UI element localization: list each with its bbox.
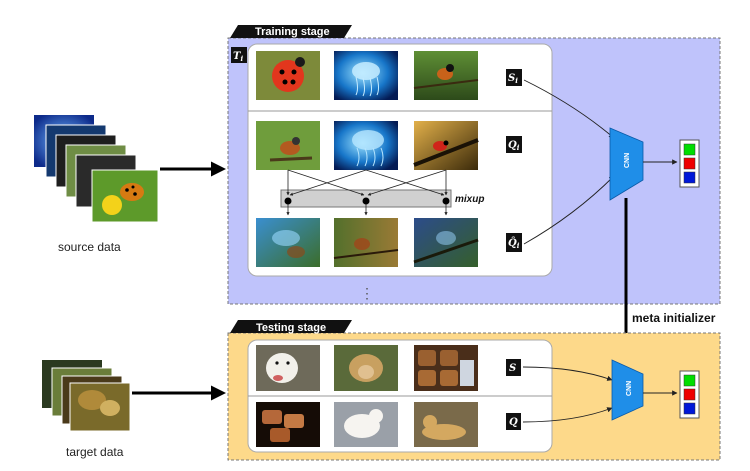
support-image-ladybug [256,51,320,100]
test-query-symbol: Q [509,417,518,428]
training-stage-tab: Training stage [230,25,352,38]
training-output-red [683,157,696,170]
svg-text:Si: Si [508,73,518,85]
mixed-query-image-2 [333,218,399,267]
mixed-query-image-3 [413,218,479,267]
test-support-image-lion [334,345,398,391]
meta-initializer-label: meta initializer [632,311,716,325]
training-cnn: CNN [609,127,644,201]
mixup-node-3 [442,197,450,205]
mixed-query-image-1 [256,218,320,267]
testing-output-vector [679,370,700,419]
support-image-jellyfish [334,51,398,100]
test-support-symbol: S [509,363,516,374]
training-cnn-label: CNN [624,153,631,168]
svg-text:Q̂i: Q̂i [508,237,520,250]
test-support-to-cnn-arrow [522,366,613,381]
task-symbol: T [233,51,242,62]
support-image-bird [413,51,479,100]
test-query-image-lion [414,402,478,447]
source-data-caption: source data [58,240,121,254]
query-subscript: i [517,143,520,152]
task-label: Ti [231,47,247,63]
training-output-green [683,143,696,156]
test-support-set-label: S [506,359,521,376]
query-image-bird [256,121,320,170]
task-subscript: i [240,54,243,63]
target-data-caption: target data [66,445,124,459]
query-image-jellyfish [334,121,398,170]
svg-text:Qi: Qi [508,140,520,152]
mixup-node-2 [362,197,370,205]
ellipsis: ⋮ [360,285,374,301]
testing-output-red [683,388,696,401]
mixup-node-1 [284,197,292,205]
query-symbol: Q [508,140,517,151]
testing-cnn-label: CNN [626,381,633,396]
support-subscript: i [515,76,518,85]
testing-stage-label: Testing stage [256,322,326,334]
query-image-ladybug [413,121,479,170]
svg-text:Ti: Ti [233,51,243,63]
target-image-stack [42,360,131,432]
testing-cnn: CNN [611,359,644,421]
testing-output-green [683,374,696,387]
test-support-image-dog [256,345,320,391]
test-support-image-barrels [414,345,478,391]
mixed-query-symbol: Q̂ [508,237,517,249]
support-set-label: Si [506,69,522,86]
support-to-cnn-arrow [523,79,615,139]
support-symbol: S [508,73,515,84]
source-image-stack [34,115,159,223]
test-query-image-dog [334,402,398,447]
test-query-to-cnn-arrow [522,407,613,423]
mixed-query-set-label: Q̂i [506,233,522,252]
test-query-set-label: Q [506,413,521,430]
testing-output-blue [683,402,696,415]
query-set-label: Qi [506,136,522,153]
mixup-label: mixup [455,194,484,205]
training-stage-label: Training stage [255,26,330,38]
mixed-query-to-cnn-arrow [523,175,615,245]
training-output-blue [683,171,696,184]
training-output-vector [679,139,700,188]
mixed-query-subscript: i [517,241,520,250]
testing-stage-tab: Testing stage [230,320,352,334]
test-query-image-barrels [256,402,320,447]
